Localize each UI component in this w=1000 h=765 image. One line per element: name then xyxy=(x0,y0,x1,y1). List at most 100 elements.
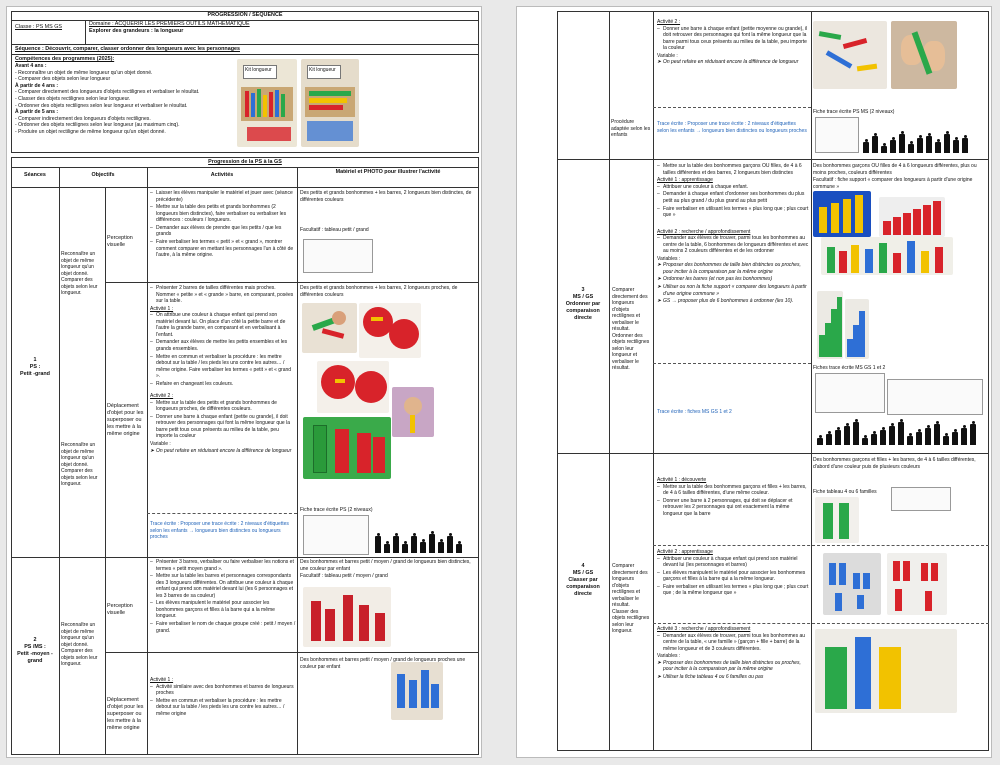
s1-activity-item-2: Mettre sur la table des petits et grands… xyxy=(150,204,296,224)
silhouette-figure xyxy=(826,431,832,445)
seance-1-sub-deplacement: Déplacement d'objet pour les superposer … xyxy=(107,403,144,438)
seance-3-activites: Mettre sur la table des bonhommes garçon… xyxy=(657,163,809,383)
silhouette-figure xyxy=(871,431,877,445)
s1-activite-1-item-3: Mettre en commun et verbaliser la procéd… xyxy=(150,354,296,380)
s2-activite-1-item-1: Activité similaire avec des bonhommes et… xyxy=(150,684,296,697)
seance-2-objectif: Reconnaître un objet de même longueur qu… xyxy=(61,622,98,667)
silhouette-figure xyxy=(899,131,905,153)
seance-1-sub-perception: Perception visuelle xyxy=(107,235,133,249)
competence-line-3: - Comparer des objets selon leur longueu… xyxy=(15,76,111,83)
kit-label-2: Kit longueur xyxy=(307,65,341,79)
s1-activity-item-3: Demander aux élèves de prendre que les p… xyxy=(150,225,296,238)
top-variable-label: Variable : xyxy=(657,52,678,59)
fiche-tableau-familles-thumbnail xyxy=(891,487,951,511)
competence-line-4: À partir de 4 ans : xyxy=(15,82,59,89)
silhouette-figure xyxy=(916,429,922,445)
photo-green-stairs xyxy=(817,291,843,359)
col-header-seances: Séances xyxy=(24,172,46,178)
seance-1-activites-a: Laisser les élèves manipuler le matériel… xyxy=(150,190,296,280)
s4-activite-1-item-1: Mettre sur la table des bonhommes garçon… xyxy=(657,484,809,497)
progression-title: Progression de la PS à la GS xyxy=(208,159,282,165)
s2-activity-item-3: Les élèves manipulent le matériel pour a… xyxy=(150,600,296,620)
silhouette-figure xyxy=(934,421,940,445)
domaine-label: Domaine : ACQUÉRIR LES PREMIERS OUTILS M… xyxy=(89,21,250,27)
seance-2-materiel-b: Des bonhommes et barres petit / moyen / … xyxy=(300,657,466,670)
top-trace-ecrite[interactable]: Trace écrite : Proposer une trace écrite… xyxy=(657,121,807,134)
seance-4-activite-3: Activité 3 : recherche / approfondisseme… xyxy=(657,626,809,750)
col-header-activites: Activités xyxy=(210,172,234,178)
silhouette-figure xyxy=(898,419,904,445)
seance-1-trace-ecrite[interactable]: Trace écrite : Proposer une trace écrite… xyxy=(150,521,289,540)
s3-activite-2-item-1: Demander aux élèves de trouver, parmi to… xyxy=(657,235,809,255)
competences-title: Compétences des programmes (2025): xyxy=(15,56,115,62)
s4-activite-2-title: Activité 2 : apprentissage xyxy=(657,549,713,555)
s3-variable-item-4: GS → proposer plus de 6 bonhommes à ordo… xyxy=(657,298,809,305)
silhouette-figure xyxy=(908,141,914,153)
s4-variables-label: Variables : xyxy=(657,653,681,660)
s1-intro: Présenter 2 barres de tailles différente… xyxy=(150,285,296,305)
photo-blue-figures xyxy=(391,662,443,720)
classe-label: Classe : PS MS GS xyxy=(15,24,63,30)
silhouette-figure xyxy=(970,421,976,445)
photo-child-hands xyxy=(891,21,957,89)
silhouette-figure xyxy=(438,539,444,553)
s3-intro: Mettre sur la table des bonhommes garçon… xyxy=(657,163,809,176)
seance-3-trace-ecrite[interactable]: Trace écrite : fiches MS GS 1 et 2 xyxy=(657,409,732,415)
seance-2-materiel-a: Des bonhommes et barres petit / moyen / … xyxy=(300,559,471,572)
silhouette-figure xyxy=(880,427,886,445)
s2-activity-item-4: Faire verbaliser le nom de chaque groupe… xyxy=(150,621,296,634)
document-page-1: PROGRESSION / SÉQUENCE Classe : PS MS GS… xyxy=(6,6,482,758)
silhouette-figure xyxy=(890,137,896,153)
fiche-trace-ps-thumbnail-1 xyxy=(303,515,369,555)
silhouette-figure xyxy=(952,429,958,445)
s1-activity-item-1: Laisser les élèves manipuler le matériel… xyxy=(150,190,296,203)
seance-4-materiel-opt: Fiche tableau 4 ou 6 familles xyxy=(813,489,877,495)
fiche-ms-thumbnail xyxy=(815,117,859,153)
competence-line-9: - Comparer indirectement des longueurs d… xyxy=(15,115,151,122)
s1-activite-1-item-1: On attribue une couleur à chaque enfant … xyxy=(150,312,296,338)
seance-2-activites-a: Présenter 3 barres, verbaliser ou faire … xyxy=(150,559,296,651)
s1-activite-2-item-1: Mettre sur la table des petits et grands… xyxy=(150,400,296,413)
s4-activite-2-item-2: Les élèves manipulent le matériel pour a… xyxy=(657,570,809,583)
silhouette-figure xyxy=(961,425,967,445)
silhouette-figure xyxy=(375,533,381,553)
seance-4-label: 4 MS / GS Classer par comparaison direct… xyxy=(566,563,600,598)
top-activite-2-title: Activité 2 : xyxy=(657,19,681,25)
s4-activite-1-title: Activité 1 : découverte xyxy=(657,477,707,483)
s1-activite-1-item-4: Refaire en changeant les couleurs. xyxy=(150,381,296,388)
silhouette-figure xyxy=(835,427,841,445)
s4-activite-2-item-1: Attribuer une couleur à chaque enfant qu… xyxy=(657,556,809,569)
fiche-ms-figures xyxy=(861,121,981,155)
silhouette-figure xyxy=(872,133,878,153)
seance-1-activites-b: Présenter 2 barres de tailles différente… xyxy=(150,285,296,513)
header-frame xyxy=(11,11,479,153)
silhouette-figure xyxy=(962,135,968,153)
s4-activite-3-item-1: Demander aux élèves de trouver, parmi to… xyxy=(657,633,809,653)
kit-label-1: Kit longueur xyxy=(243,65,277,79)
domaine-subtitle: Explorer des grandeurs : la longueur xyxy=(89,28,184,34)
photo-three-colour-family xyxy=(815,629,957,713)
s3-activite-2-title: Activité 2 : recherche / approfondisseme… xyxy=(657,228,751,235)
silhouette-figure xyxy=(853,419,859,445)
s2-activity-item-2: Mettre sur la table les barres et person… xyxy=(150,573,296,599)
s1-activity-item-4: Faire verbaliser les termes « petit » et… xyxy=(150,239,296,259)
competence-line-11: - Produire un objet rectiligne de même l… xyxy=(15,129,166,136)
fiche-ms-gs-1-thumbnail xyxy=(815,373,885,413)
seance-2-activites-b: Activité 1 : Activité similaire avec des… xyxy=(150,677,296,753)
photo-child-hand xyxy=(392,387,434,437)
fiche-ms-label: Fiche trace écrite PS MS (2 niveaux) xyxy=(813,109,895,115)
seance-3-materiel-opt: Facultatif : fiche support « comparer de… xyxy=(813,177,973,190)
document-page-2: Activité 2 : Donner une barre à chaque e… xyxy=(516,6,992,758)
competence-line-6: - Classer des objets rectilignes selon l… xyxy=(15,96,131,103)
seance-4-activite-2: Activité 2 : apprentissage Attribuer une… xyxy=(657,549,809,621)
s1-activite-1-title: Activité 1 : xyxy=(150,305,174,312)
silhouette-figure xyxy=(943,433,949,445)
silhouette-figure xyxy=(953,137,959,153)
s3-activite-1-item-1: Attribuer une couleur à chaque enfant. xyxy=(657,184,809,191)
seance-2-sub-deplacement: Déplacement d'objet pour les superposer … xyxy=(107,697,144,732)
photo-manipulation-1 xyxy=(302,303,357,353)
s1-activite-2-item-2: Donner une barre à chaque enfant (petite… xyxy=(150,414,296,440)
silhouette-figure xyxy=(925,425,931,445)
seance-2-sub-perception: Perception visuelle xyxy=(107,603,133,617)
progression-table-continued xyxy=(557,11,989,751)
